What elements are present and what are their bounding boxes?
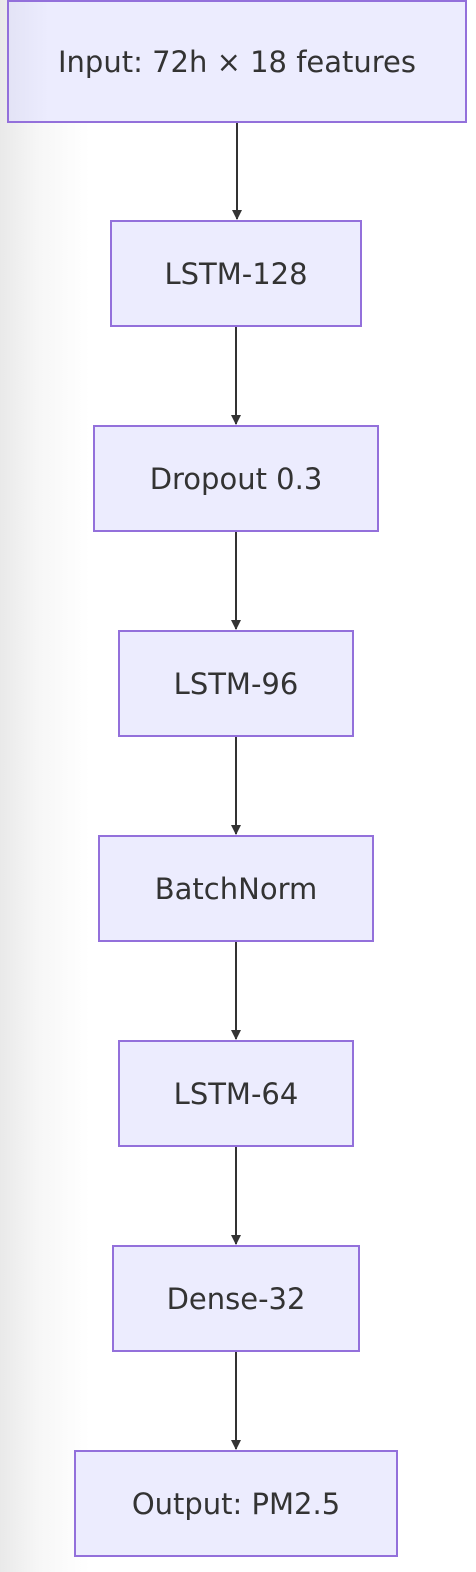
node-label: Dense-32 (166, 1281, 306, 1316)
node-label: LSTM-128 (164, 256, 308, 291)
node-label: BatchNorm (154, 871, 318, 906)
node-lstm-128: LSTM-128 (110, 220, 362, 327)
node-dense-32: Dense-32 (112, 1245, 360, 1352)
node-label: Output: PM2.5 (131, 1486, 341, 1521)
node-label: Dropout 0.3 (149, 461, 323, 496)
node-lstm-96: LSTM-96 (118, 630, 354, 737)
node-output: Output: PM2.5 (74, 1450, 398, 1557)
node-label: Input: 72h × 18 features (57, 44, 417, 79)
node-label: LSTM-96 (173, 666, 299, 701)
node-batchnorm: BatchNorm (98, 835, 374, 942)
node-dropout: Dropout 0.3 (93, 425, 379, 532)
node-input: Input: 72h × 18 features (7, 0, 467, 123)
node-label: LSTM-64 (173, 1076, 299, 1111)
node-lstm-64: LSTM-64 (118, 1040, 354, 1147)
